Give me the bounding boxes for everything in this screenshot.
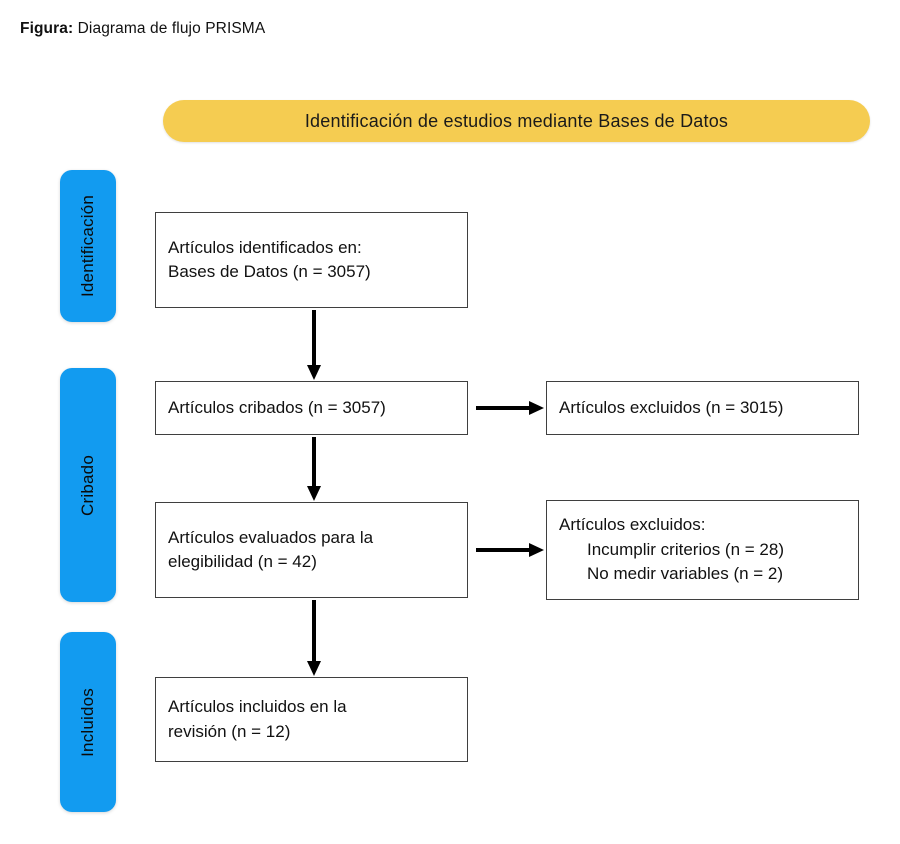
arrow-head <box>307 365 321 380</box>
flow-box-excluded-eligibility-line-3: No medir variables (n = 2) <box>587 564 784 584</box>
stage-bar-cribado-label: Cribado <box>78 454 97 516</box>
arrow-shaft <box>312 437 316 486</box>
flow-box-eligibility-line-1: Artículos evaluados para la <box>168 527 374 547</box>
figure-caption-label: Figura: <box>20 20 74 37</box>
flow-box-included: Artículos incluidos en la revisión (n = … <box>155 677 468 762</box>
arrow-shaft <box>476 406 529 410</box>
arrow-shaft <box>312 310 316 365</box>
arrow-down-icon-screened-to-eligibility <box>307 437 321 501</box>
flow-box-screened-line-1: Artículos cribados (n = 3057) <box>168 397 386 417</box>
figure-caption-text: Diagrama de flujo PRISMA <box>73 20 266 37</box>
flow-box-excluded-screening: Artículos excluidos (n = 3015) <box>546 381 859 435</box>
flow-box-included-line-2: revisión (n = 12) <box>168 721 291 741</box>
flow-box-excluded-eligibility-line-2: Incumplir criterios (n = 28) <box>587 539 784 559</box>
arrow-head <box>529 543 544 557</box>
flow-box-eligibility: Artículos evaluados para la elegibilidad… <box>155 502 468 598</box>
stage-bar-identificacion: Identificación <box>60 170 116 322</box>
flow-box-identified: Artículos identificados en: Bases de Dat… <box>155 212 468 308</box>
flow-box-included-line-1: Artículos incluidos en la <box>168 697 347 717</box>
stage-bar-incluidos: Incluidos <box>60 632 116 812</box>
stage-bar-incluidos-label: Incluidos <box>78 687 97 757</box>
flow-box-eligibility-line-2: elegibilidad (n = 42) <box>168 552 317 571</box>
arrow-right-icon-eligibility-to-excluded <box>476 543 544 557</box>
flow-box-screened: Artículos cribados (n = 3057) <box>155 381 468 435</box>
identification-banner: Identificación de estudios mediante Base… <box>163 100 870 142</box>
arrow-head <box>529 401 544 415</box>
arrow-shaft <box>476 548 529 552</box>
arrow-shaft <box>312 600 316 661</box>
stage-bar-cribado: Cribado <box>60 368 116 602</box>
identification-banner-label: Identificación de estudios mediante Base… <box>304 110 729 131</box>
arrow-down-icon-identified-to-screened <box>307 310 321 380</box>
flow-box-identified-line-2: Bases de Datos (n = 3057) <box>168 262 371 281</box>
arrow-down-icon-eligibility-to-included <box>307 600 321 676</box>
stage-bar-identificacion-label: Identificación <box>78 194 97 298</box>
figure-caption: Figura: Diagrama de flujo PRISMA <box>20 20 265 38</box>
arrow-head <box>307 486 321 501</box>
arrow-right-icon-screened-to-excluded <box>476 401 544 415</box>
arrow-head <box>307 661 321 676</box>
flow-box-excluded-screening-line-1: Artículos excluidos (n = 3015) <box>559 397 784 417</box>
flow-box-excluded-eligibility-line-1: Artículos excluidos: <box>559 515 706 535</box>
flow-box-identified-line-1: Artículos identificados en: <box>168 237 362 257</box>
flow-box-excluded-eligibility: Artículos excluidos: Incumplir criterios… <box>546 500 859 600</box>
